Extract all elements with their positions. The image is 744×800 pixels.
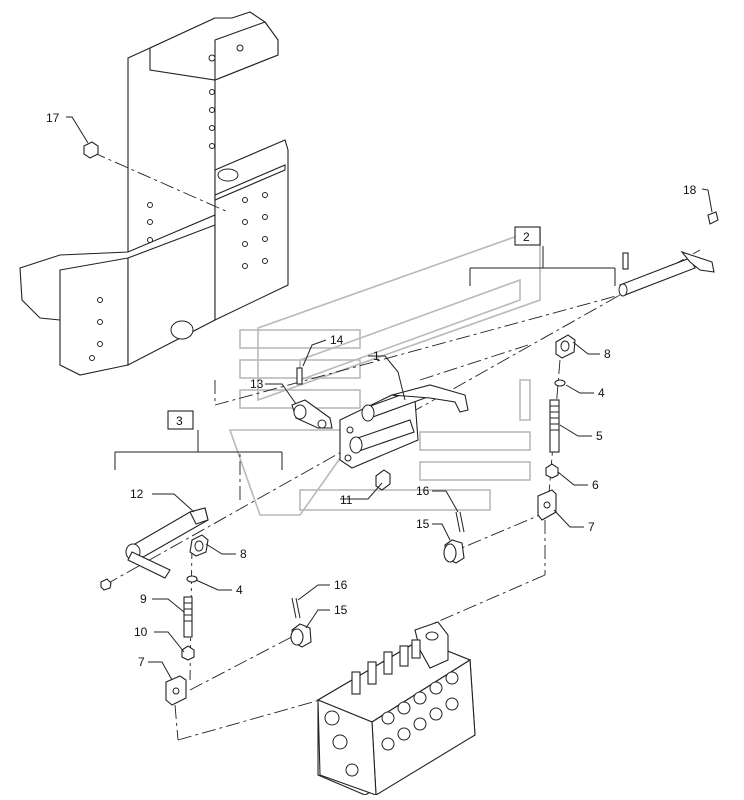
callout-6: 6 [592, 478, 599, 492]
callout-1: 1 [373, 349, 380, 363]
clevis-part-7-left [165, 675, 187, 706]
threaded-rod-part-9 [183, 596, 193, 638]
cotter-pin-part-16-lower [291, 597, 301, 619]
callout-9: 9 [140, 592, 147, 606]
lever-part-13 [291, 399, 333, 429]
callout-16-center: 16 [416, 484, 430, 498]
control-valve-block [316, 621, 476, 796]
washer-part-4-right [554, 379, 566, 387]
callout-10: 10 [134, 625, 148, 639]
bolt-part-11 [375, 469, 391, 491]
callout-7-left: 7 [138, 655, 145, 669]
callout-labels: 17 18 2 3 14 1 13 11 12 8 4 5 6 7 16 15 … [46, 111, 697, 669]
pin-part-14 [296, 367, 303, 385]
callout-17: 17 [46, 111, 60, 125]
callout-14: 14 [330, 333, 344, 347]
pin-part-15-lower [290, 623, 312, 648]
rod-end-part-8-right [555, 334, 576, 359]
callout-13: 13 [250, 377, 264, 391]
callout-3: 3 [176, 414, 183, 428]
nut-part-10 [181, 645, 195, 661]
threaded-rod-part-5 [549, 399, 560, 453]
callout-16-lower: 16 [334, 578, 348, 592]
callout-4-left: 4 [236, 583, 243, 597]
nut-part-17 [83, 141, 99, 159]
nut-part-6 [545, 463, 559, 479]
clevis-part-7-right [537, 489, 557, 521]
frame-bracket [19, 11, 289, 376]
callout-15-lower: 15 [334, 603, 348, 617]
callout-8-right: 8 [604, 347, 611, 361]
cotter-pin-part-16-center [455, 511, 465, 533]
group-bracket-2 [469, 226, 616, 286]
callout-2: 2 [523, 230, 530, 244]
callout-8-left: 8 [240, 547, 247, 561]
leader-lines [66, 116, 713, 681]
callout-5: 5 [596, 429, 603, 443]
rod-end-part-8-left [189, 534, 209, 557]
callout-11: 11 [340, 493, 353, 507]
callout-7-right: 7 [588, 520, 595, 534]
callout-12: 12 [130, 487, 144, 501]
linkage-body-part-1 [339, 384, 469, 469]
small-nut-left [100, 578, 112, 591]
callout-15-center: 15 [416, 517, 430, 531]
rod-assembly-part-2 [618, 211, 719, 297]
callout-4-right: 4 [598, 386, 605, 400]
washer-part-4-left [186, 575, 198, 583]
group-bracket-3 [114, 410, 283, 470]
pin-part-15-center [443, 539, 465, 564]
lever-arm-part-12 [125, 507, 209, 579]
callout-18: 18 [683, 183, 697, 197]
